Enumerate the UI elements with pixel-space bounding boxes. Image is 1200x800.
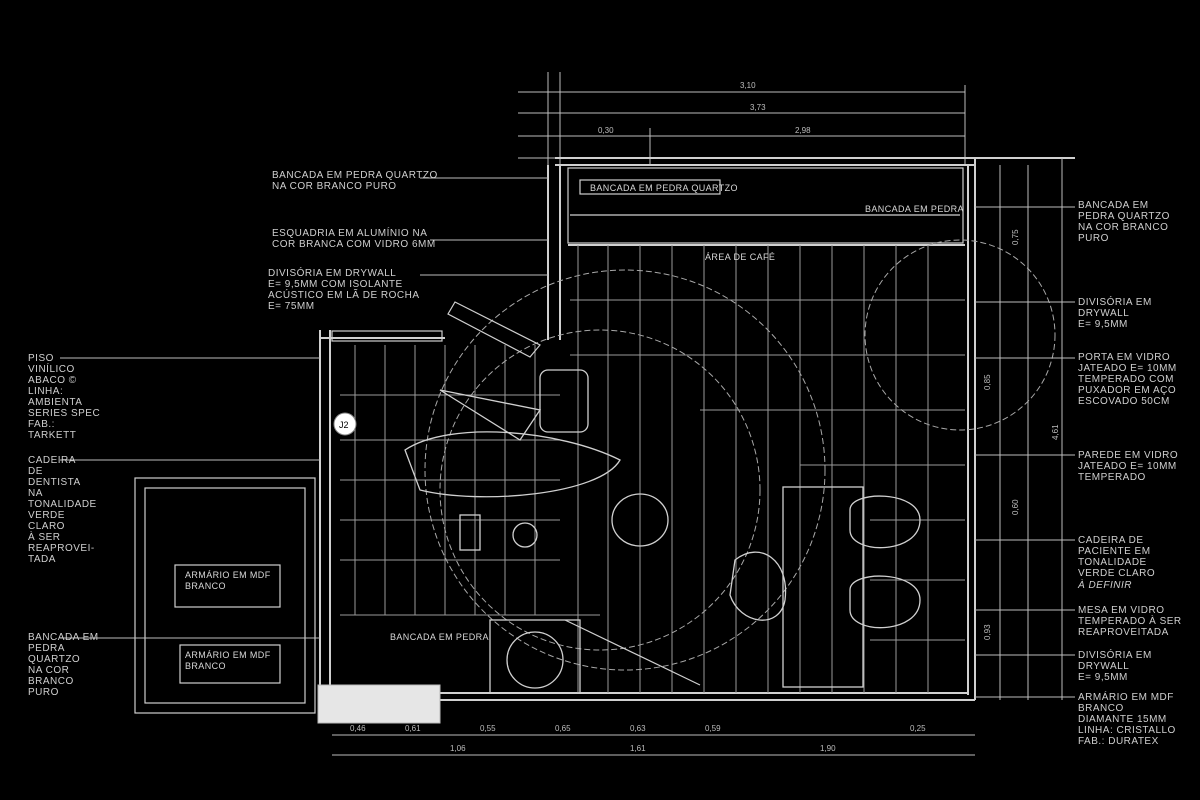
bottom-counter — [317, 684, 441, 724]
note-right: PAREDE EM VIDRO JATEADO E= 10mm TEMPERAD… — [1078, 450, 1179, 483]
dim-top: 0,30 — [598, 126, 614, 135]
dentist-chair — [404, 369, 669, 551]
dim-top: 3,10 — [740, 81, 756, 90]
bottom-counter-label: BANCADA EM PEDRA — [390, 632, 489, 642]
dim-bottom: 0,59 — [705, 724, 721, 733]
note-left: PISO VINÍLICO ABACO © LINHA: AMBIENTA SE… — [28, 353, 101, 441]
counter-label: BANCADA EM PEDRA QUARTZO — [590, 183, 738, 193]
top-dimension-lines — [518, 72, 1075, 165]
patient-chairs — [729, 486, 921, 688]
bottom-dimension-values: 0,46 0,61 0,55 0,65 0,63 0,59 0,25 1,06 … — [350, 724, 926, 753]
dim-top: 2,98 — [795, 126, 811, 135]
note-right: DIVISÓRIA EM DRYWALL E= 9,5mm — [1078, 650, 1152, 683]
note-left: DIVISÓRIA EM DRYWALL E= 9,5mm COM ISOLAN… — [268, 268, 420, 312]
bottom-dimension-lines — [332, 734, 975, 756]
counter-label: BANCADA EM PEDRA — [865, 204, 964, 214]
dim-right: 0,85 — [983, 374, 992, 390]
dim-bottom: 0,61 — [405, 724, 421, 733]
dim-right: 0,60 — [1011, 499, 1020, 515]
top-dimension-values: 3,10 3,73 0,30 2,98 — [598, 81, 811, 135]
floor-planks — [354, 245, 929, 693]
dim-right: 4,61 — [1051, 424, 1060, 440]
dim-bottom: 1,61 — [630, 744, 646, 753]
floor-plank-joints — [340, 299, 965, 641]
note-left: BANCADA EM PEDRA QUARTZO NA COR BRANCO P… — [272, 170, 438, 192]
dim-bottom: 0,46 — [350, 724, 366, 733]
note-right: PORTA EM VIDRO JATEADO E= 10mm TEMPERADO… — [1078, 352, 1177, 407]
dim-top: 3,73 — [750, 103, 766, 112]
note-right: À DEFINIR — [1078, 580, 1132, 591]
note-right: CADEIRA DE PACIENTE EM TONALIDADE VERDE … — [1078, 535, 1156, 579]
dim-bottom: 0,63 — [630, 724, 646, 733]
room-label: ÁREA DE CAFÉ — [705, 252, 775, 262]
note-right: BANCADA EM PEDRA QUARTZO NA COR BRANCO P… — [1078, 200, 1170, 244]
note-left: CADEIRA DE DENTISTA NA TONALIDADE VERDE … — [28, 455, 97, 565]
leader-lines — [60, 177, 1075, 698]
tag-label: J2 — [339, 420, 349, 430]
dim-bottom: 0,55 — [480, 724, 496, 733]
tag-bubble — [333, 412, 357, 436]
top-counter — [567, 167, 964, 244]
note-left: ESQUADRIA EM ALUMÍNIO NA COR BRANCA COM … — [272, 228, 436, 250]
dim-right: 0,93 — [983, 624, 992, 640]
door-and-partition — [331, 301, 701, 686]
note-right: MESA EM VIDRO TEMPERADO À SER REAPROVEIT… — [1078, 605, 1182, 638]
dim-right: 0,75 — [1011, 229, 1020, 245]
left-cabinet — [134, 477, 316, 714]
note-right: DIVISÓRIA EM DRYWALL E= 9,5mm — [1078, 297, 1152, 330]
right-dimension-values: 0,75 0,85 0,60 0,93 4,61 — [983, 229, 1060, 640]
note-left: BANCADA EM PEDRA QUARTZO NA COR BRANCO P… — [28, 632, 99, 698]
dim-bottom: 1,90 — [820, 744, 836, 753]
dim-bottom: 0,65 — [555, 724, 571, 733]
glass-table — [489, 619, 581, 694]
dim-bottom: 0,25 — [910, 724, 926, 733]
note-right: ARMÁRIO EM MDF BRANCO DIAMANTE 15mm LINH… — [1078, 692, 1176, 747]
dim-bottom: 1,06 — [450, 744, 466, 753]
circulation-circles — [424, 239, 1056, 671]
